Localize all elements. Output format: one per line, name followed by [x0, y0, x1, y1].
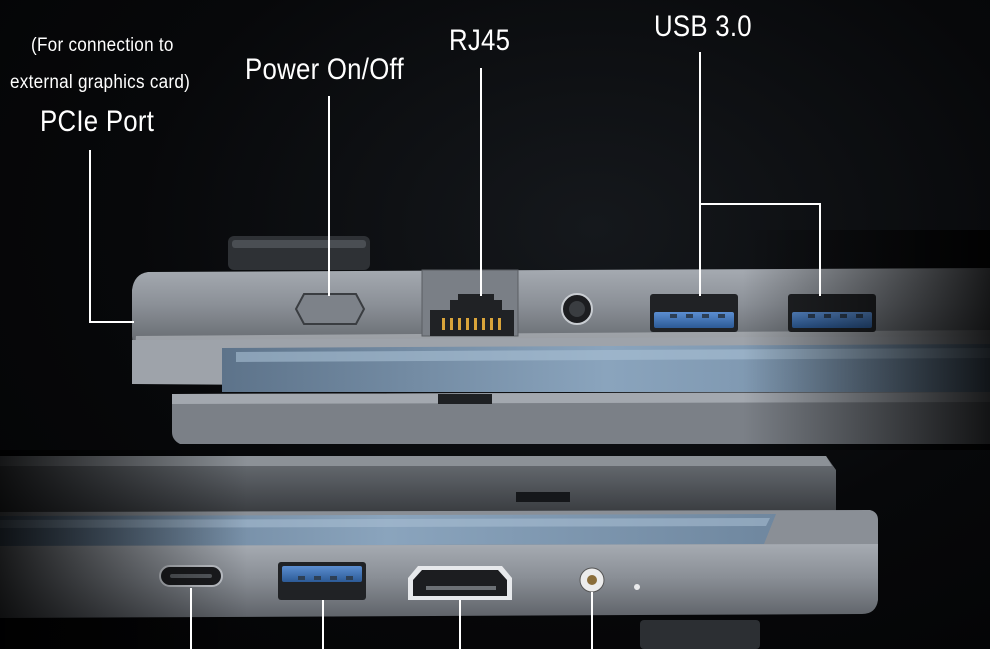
callout-line-usb30-branch — [700, 203, 821, 296]
usb30-label: USB 3.0 — [654, 10, 752, 43]
pcie-port-label: PCIe Port — [40, 105, 155, 138]
callout-lines — [89, 52, 821, 649]
lower-laptop — [0, 450, 990, 649]
pcie-note-line2: external graphics card) — [10, 72, 191, 93]
rj45-label: RJ45 — [449, 24, 511, 57]
upper-laptop — [0, 230, 990, 450]
power-label: Power On/Off — [245, 53, 404, 86]
callout-line-pcie — [89, 150, 134, 323]
pcie-note-line1: (For connection to — [31, 35, 174, 56]
